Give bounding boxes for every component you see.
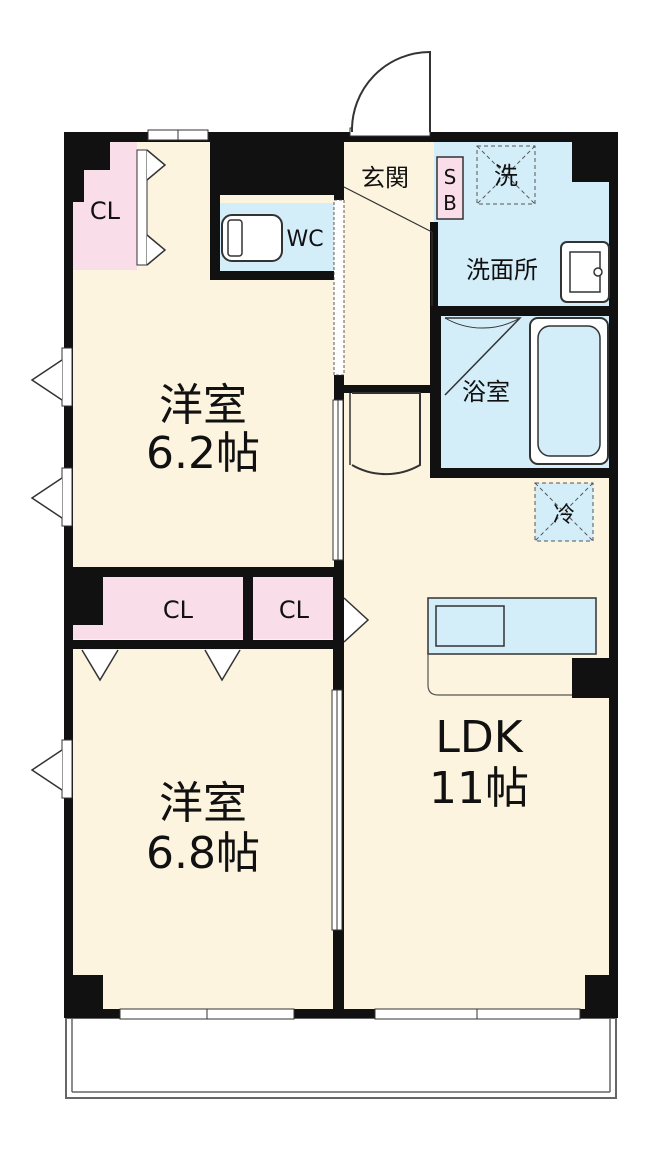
shoe-box-label-b: B (443, 191, 457, 215)
wall-wc-top (210, 132, 334, 195)
closet-label-lower-right: CL (279, 596, 310, 624)
closet-label-lower-left: CL (163, 596, 194, 624)
fridge-label: 冷 (553, 503, 575, 528)
bathroom-label: 浴室 (462, 378, 510, 406)
room-floor-entrance (344, 142, 434, 385)
fridge-spot (534, 482, 594, 542)
closet-lower-right (253, 577, 335, 639)
ldk-name: LDK (435, 712, 523, 763)
washroom-label: 洗面所 (466, 256, 538, 284)
room-floor-ldk (344, 476, 609, 1009)
western-room-upper-size: 6.2帖 (146, 428, 260, 479)
western-room-lower-size: 6.8帖 (146, 828, 260, 879)
western-room-upper-name: 洋室 (159, 380, 247, 431)
western-room-lower-name: 洋室 (159, 778, 247, 829)
entrance-label: 玄関 (361, 164, 409, 192)
shoe-box (436, 156, 464, 220)
ldk-size: 11帖 (429, 763, 529, 814)
closet-label-upper: CL (90, 197, 121, 225)
shoe-box-label-s: S (444, 165, 457, 189)
toilet-label: WC (286, 227, 323, 252)
entrance-door (350, 50, 431, 133)
washer-pan (476, 145, 536, 205)
balcony (65, 1017, 617, 1099)
washer-label: 洗 (494, 162, 518, 190)
